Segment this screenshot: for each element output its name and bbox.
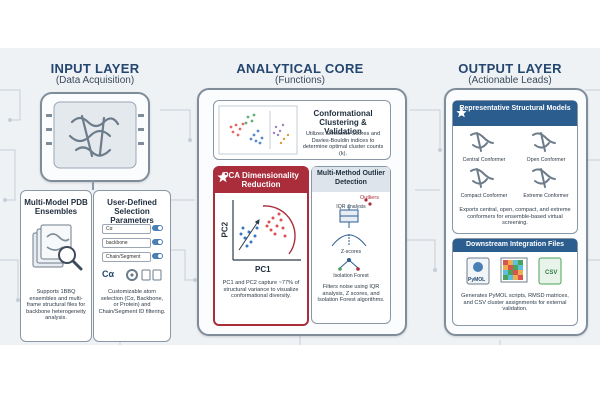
analytical-core-subtitle: (Functions) bbox=[274, 75, 325, 86]
csv-file-label: CSV bbox=[545, 270, 558, 276]
cluster-scatter-icon bbox=[218, 105, 298, 155]
outliers-label: Outliers bbox=[360, 195, 379, 201]
structural-models-title: Representative Structural Models bbox=[453, 101, 577, 126]
pdb-ensembles-description: Supports 1BBQ ensembles and multi-frame … bbox=[26, 289, 86, 322]
input-layer-title: INPUT LAYER bbox=[50, 61, 140, 76]
integration-files-title: Downstream Integration Files bbox=[453, 239, 577, 252]
selection-parameters-title: User-Defined Selection Parameters bbox=[107, 198, 157, 225]
zscore-label: Z-scores bbox=[340, 249, 362, 255]
outlier-methods-icon bbox=[331, 198, 372, 271]
clustering-title: Conformational Clustering & Validation bbox=[313, 109, 373, 136]
output-layer-title: OUTPUT LAYER bbox=[458, 61, 562, 76]
integration-files-description: Generates PyMOL scripts, RMSD matrices, … bbox=[461, 293, 569, 313]
protein-structure-icon bbox=[46, 101, 144, 169]
star-icon bbox=[456, 107, 467, 118]
chain-segment-toggle[interactable] bbox=[152, 253, 163, 259]
file-icon bbox=[466, 257, 562, 285]
compact-conformer-label: Compact Conformer bbox=[460, 193, 508, 199]
outlier-detection-card: Multi-Method Outlier Detection Outliers … bbox=[311, 166, 391, 324]
structural-models-description: Exports central, open, compact, and extr… bbox=[459, 207, 571, 227]
pca-description: PC1 and PC2 capture ~77% of structural v… bbox=[222, 280, 300, 300]
atom-selection-field[interactable]: Cα bbox=[102, 224, 151, 234]
isolation-forest-label: Isolation Forest bbox=[333, 273, 369, 279]
outlier-detection-title: Multi-Method Outlier Detection bbox=[312, 167, 390, 192]
atom-selection-toggle[interactable] bbox=[152, 225, 163, 231]
central-conformer-label: Central Conformer bbox=[462, 157, 506, 163]
pdb-ensembles-title: Multi-Model PDB Ensembles bbox=[24, 198, 88, 216]
pymol-file-label: PyMOL bbox=[468, 277, 486, 283]
structural-models-card: Representative Structural Models Central… bbox=[452, 100, 578, 234]
extreme-conformer-label: Extreme Conformer bbox=[523, 193, 569, 199]
output-layer-subtitle: (Actionable Leads) bbox=[468, 75, 552, 86]
iqr-analysis-label: IQR analysis bbox=[336, 204, 366, 210]
outlier-detection-description: Filters noise using IQR analysis, Z scor… bbox=[317, 284, 385, 304]
conformer-structures-icon bbox=[470, 132, 556, 188]
open-conformer-label: Open Conformer bbox=[526, 157, 566, 163]
atom-symbol-label: Cα bbox=[102, 269, 115, 279]
analytical-core-title: ANALYTICAL CORE bbox=[236, 61, 364, 76]
gear-icon bbox=[126, 269, 162, 281]
pca-title: PCA Dimensionality Reduction bbox=[215, 168, 307, 193]
selection-parameters-card: User-Defined Selection Parameters Cα bac… bbox=[93, 190, 171, 342]
chain-segment-field[interactable]: Chain/Segment bbox=[102, 252, 151, 262]
integration-files-card: Downstream Integration Files PyMOL CSV G… bbox=[452, 238, 578, 326]
magnifier-icon bbox=[32, 224, 83, 271]
pca-scatter-icon bbox=[232, 200, 301, 261]
pdb-ensembles-card: Multi-Model PDB Ensembles Supports 1BBQ … bbox=[20, 190, 92, 342]
connector-line bbox=[92, 180, 94, 190]
star-icon bbox=[217, 171, 229, 183]
pca-card: PCA Dimensionality Reduction PC2 PC1 PC1… bbox=[213, 166, 309, 326]
input-layer-subtitle: (Data Acquisition) bbox=[55, 75, 135, 86]
pca-xlabel: PC1 bbox=[255, 265, 271, 274]
backbone-selection-field[interactable]: backbone bbox=[102, 238, 151, 248]
backbone-selection-toggle[interactable] bbox=[152, 239, 163, 245]
input-structure-panel bbox=[40, 92, 150, 182]
selection-parameters-description: Customizable atom selection (Cα, Backbon… bbox=[98, 289, 166, 315]
clustering-card: Conformational Clustering & Validation U… bbox=[213, 100, 391, 160]
clustering-description: Utilizes Silhouette Scores and Davies-Bo… bbox=[302, 131, 384, 157]
